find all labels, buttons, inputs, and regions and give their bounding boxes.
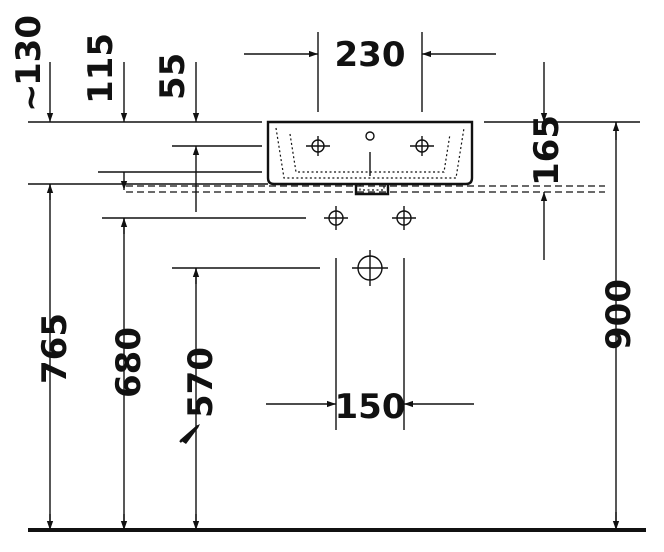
dimension-765: 765 [35,184,75,530]
basin-outline [266,120,474,196]
dimension-765-label: 765 [35,313,75,384]
dimension-900-label: 900 [599,279,639,350]
dimension-165-label: 165 [527,115,567,186]
dimension-230: 230 [244,32,496,112]
dimension-55-label: 55 [153,53,193,100]
dimension-115-label: 115 [81,33,121,104]
dimension-900: 900 [599,122,639,530]
dimension-150: 150 [266,387,474,427]
dimension-130-prefix: ~ [11,84,51,113]
dimension-115: 115 [81,33,128,122]
dimension-165: 165 [527,62,567,260]
dimension-150-label: 150 [335,387,406,427]
dimension-570: 570 [179,268,221,530]
dimension-680-label: 680 [109,327,149,398]
supply-connections [324,206,416,230]
dimension-570-label: 570 [181,347,221,418]
dimension-130-label: 130 [9,15,49,86]
dimension-230-label: 230 [335,35,406,75]
dimension-130: 130 ~ [9,15,54,122]
dimension-55: 55 [153,53,200,212]
dimension-680: 680 [109,172,149,530]
